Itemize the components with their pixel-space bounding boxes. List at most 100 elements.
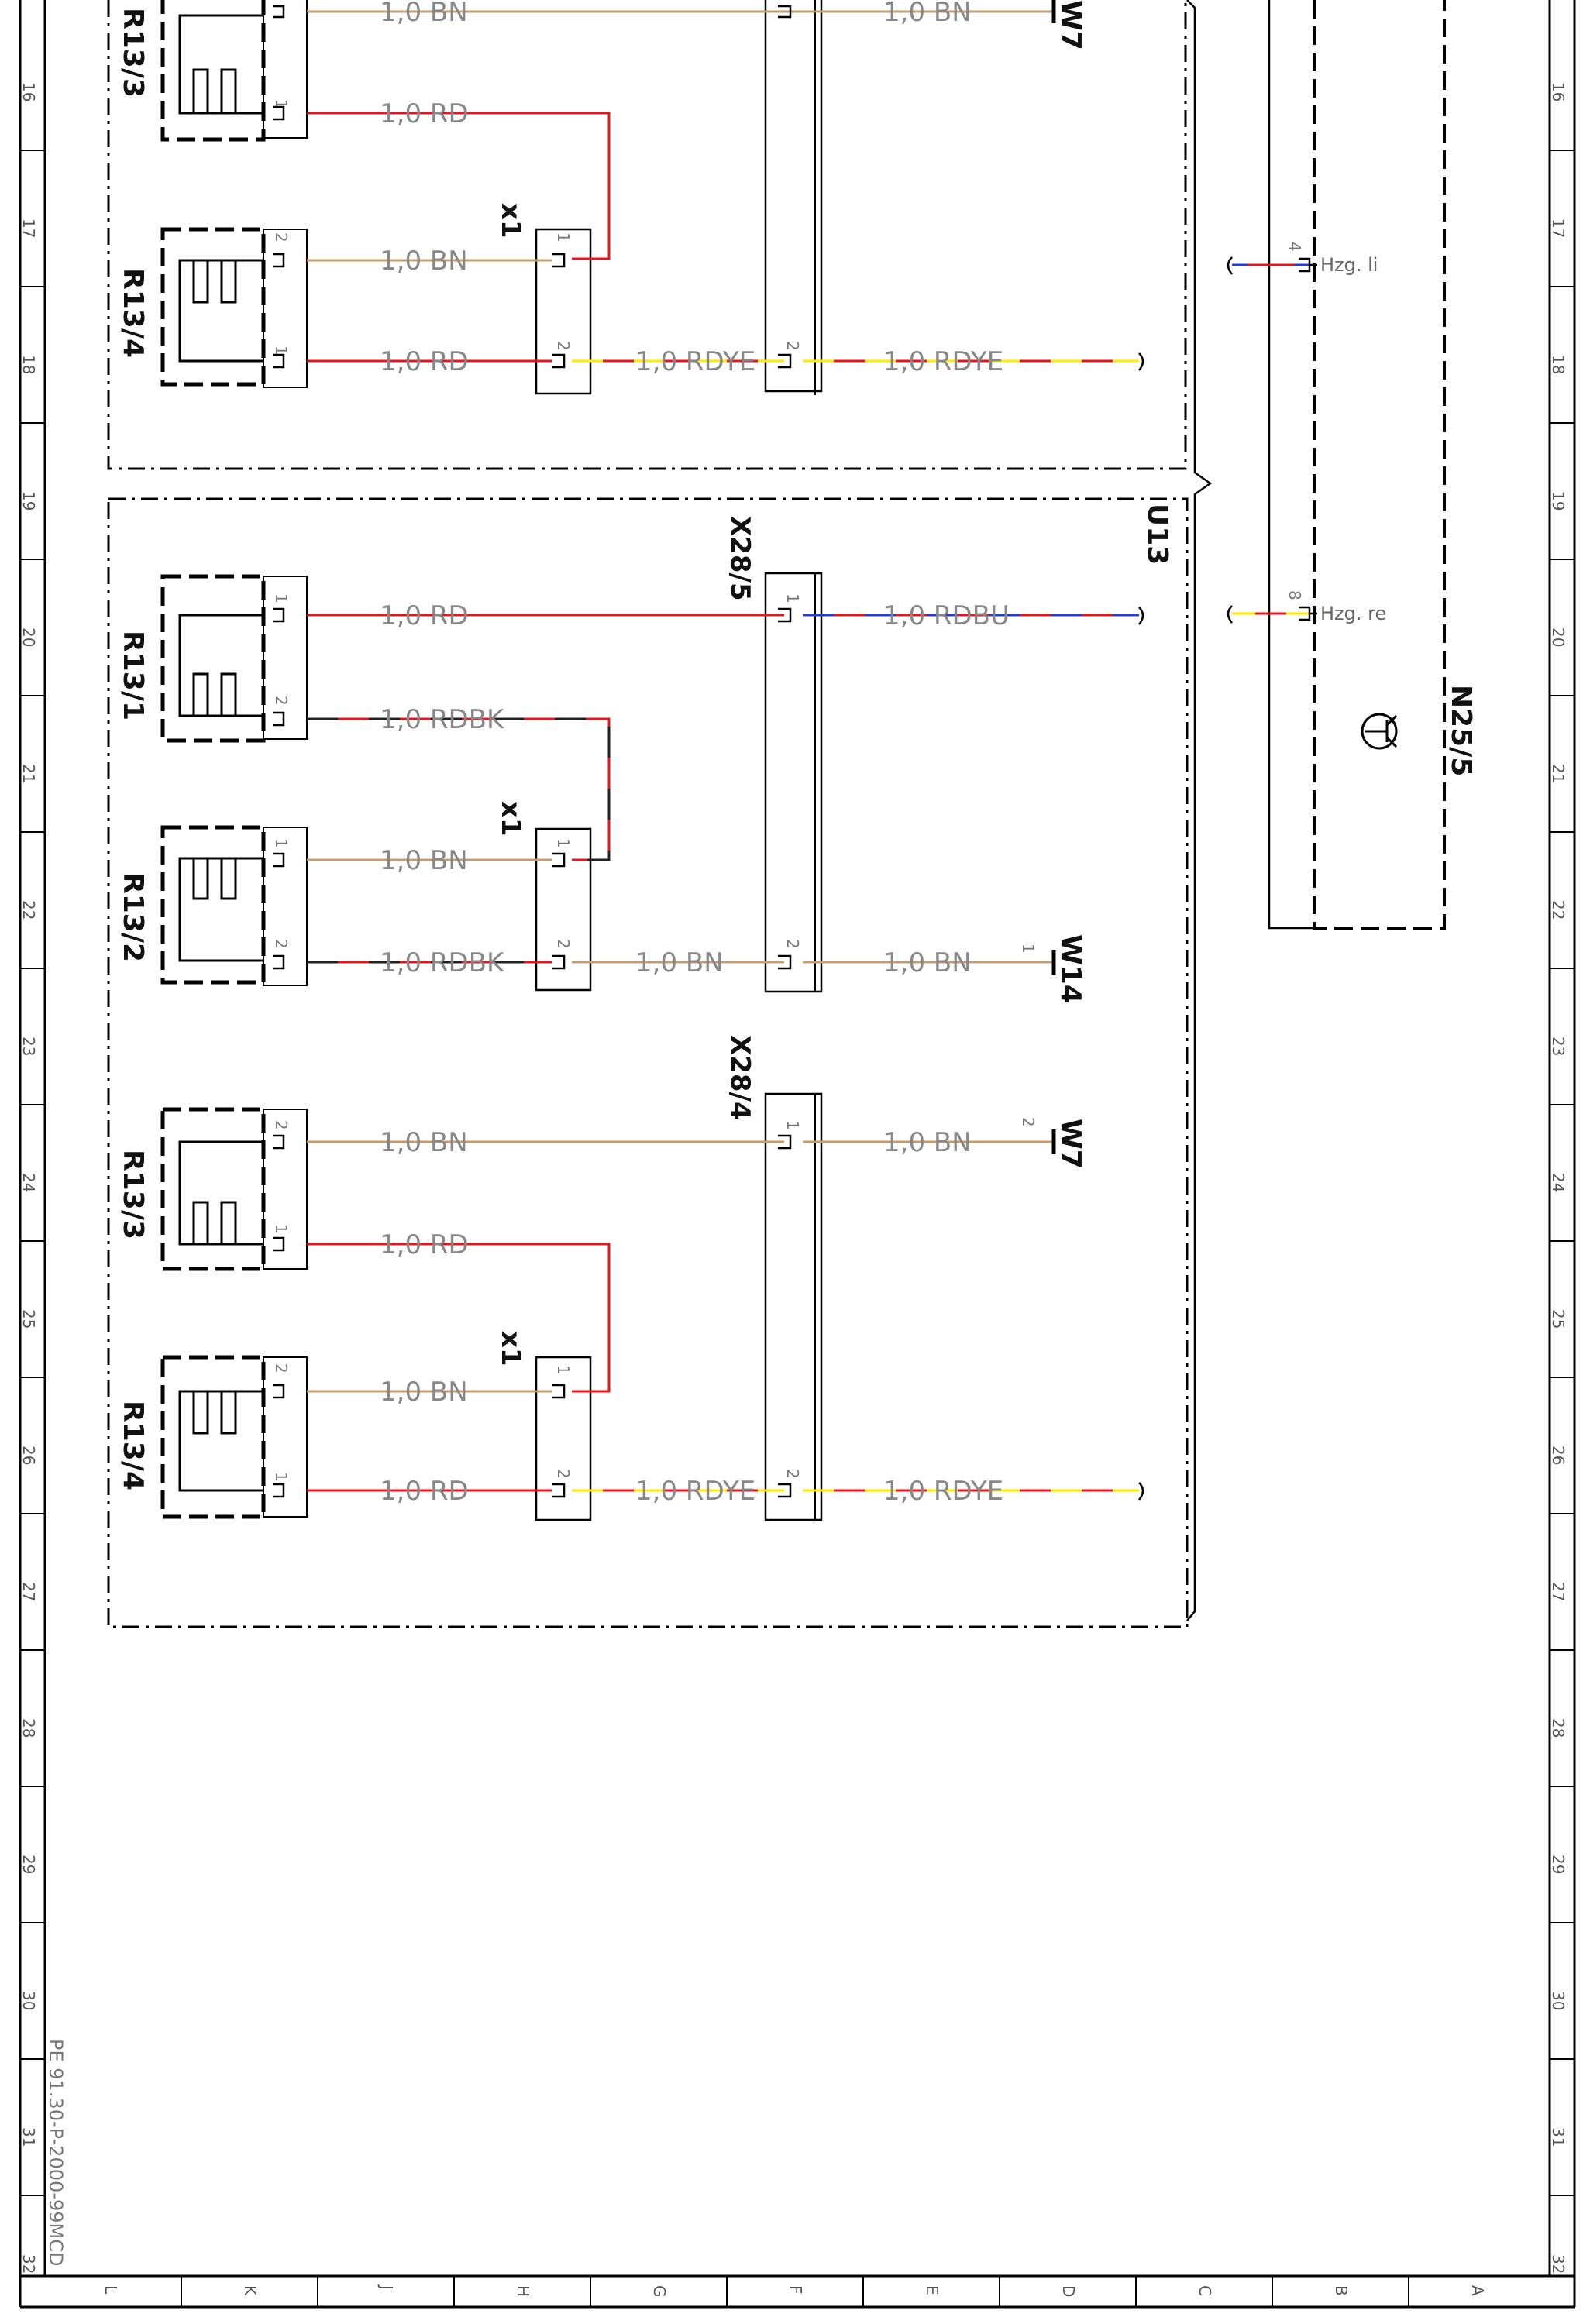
heater-element-icon	[178, 259, 263, 363]
pin-number: 2	[272, 1120, 291, 1130]
pin-number: 1	[554, 232, 573, 242]
wire-break-icon	[1227, 605, 1233, 624]
wire-break-icon	[1138, 352, 1144, 371]
pin-number: 4	[1285, 242, 1304, 252]
heater-element-icon	[178, 1390, 263, 1492]
wire-label: 1,0 RDYE	[635, 346, 755, 377]
pin-terminal	[1299, 606, 1317, 621]
row-number: 16	[1549, 82, 1568, 101]
r13-1-housing	[160, 574, 266, 743]
connector-x28-4	[764, 1092, 823, 1521]
row-number: 30	[1549, 1991, 1568, 2010]
row-number: 19	[19, 491, 38, 511]
pin-number: 1	[272, 593, 291, 603]
bridge-label: x1	[495, 1331, 526, 1367]
wire-break-icon	[1227, 256, 1233, 275]
heater-element-icon	[178, 1140, 263, 1246]
pin-number: 1	[272, 1224, 291, 1234]
pin-number: 2	[272, 1363, 291, 1373]
top-group-boundary	[107, 0, 1187, 470]
row-number: 18	[19, 355, 38, 374]
r13-2-pin-block	[263, 827, 308, 986]
pin-number: 2	[272, 232, 291, 242]
r13-4-top-housing	[160, 227, 266, 387]
wire-label: 1,0 BN	[380, 1377, 468, 1408]
wire-break-icon	[1138, 1482, 1144, 1501]
row-number: 23	[19, 1037, 38, 1056]
wire-label: 1,0 BN	[380, 1127, 468, 1158]
unit-label: U13	[1141, 504, 1173, 565]
row-number: 21	[1549, 764, 1568, 783]
wire-label: 1,0 RDBK	[380, 947, 505, 978]
n25-5-boundary	[1313, 0, 1446, 930]
r13-2-housing	[160, 825, 266, 985]
row-number: 22	[19, 900, 38, 920]
x1-bridge-lower	[535, 1356, 592, 1521]
n25-5-unit: N25/5 4 Hzg. li 8 Hzg. re	[1227, 0, 1477, 930]
pin-number: 2	[554, 939, 573, 949]
row-grid-ticks	[20, 150, 1575, 2196]
row-number: 19	[1549, 491, 1568, 511]
column-letter: H	[514, 2285, 532, 2297]
row-numbers-right: 16 17 18 19 20 21 22 23 24 25 26 27 28 2…	[1549, 82, 1568, 2274]
row-number: 28	[1549, 1718, 1568, 1738]
connector-top	[764, 0, 823, 393]
unit-label: N25/5	[1445, 685, 1477, 776]
row-number: 17	[1549, 218, 1568, 238]
row-number: 20	[19, 627, 38, 647]
wire-label: 1,0 BN	[635, 947, 724, 978]
row-number: 29	[19, 1855, 38, 1874]
u13-boundary	[107, 497, 1189, 1628]
row-number: 28	[19, 1718, 38, 1738]
row-number: 31	[19, 2127, 38, 2147]
column-letter: E	[923, 2285, 941, 2295]
column-letter: F	[786, 2285, 805, 2295]
top-section: R13/3 1 R13/4 2 1 x1 1 2 2 1,0 BN 1,0 BN…	[107, 0, 1187, 470]
row-number: 26	[1549, 1446, 1568, 1465]
pin-number: 2	[272, 696, 291, 706]
wire-label: 1,0 RDBK	[380, 704, 505, 735]
row-number: 25	[19, 1309, 38, 1329]
connector-label: X28/4	[724, 1035, 755, 1120]
row-number: 23	[1549, 1037, 1568, 1056]
x1-bridge-upper	[535, 827, 592, 992]
row-number: 30	[19, 1991, 38, 2010]
n25-5-outline	[1268, 0, 1314, 930]
r13-4-top-pin-block	[263, 229, 308, 388]
pin-number: 2	[554, 1469, 573, 1479]
wire-rdbk-black	[307, 717, 611, 861]
column-letter: B	[1332, 2285, 1351, 2296]
component-label: R13/4	[117, 1401, 149, 1490]
column-letter: C	[1196, 2285, 1214, 2296]
wire-label: 1,0 RD	[380, 346, 469, 377]
pin-label: Hzg. li	[1320, 254, 1378, 276]
transistor-icon	[1361, 713, 1398, 750]
pin-label: Hzg. re	[1320, 603, 1386, 624]
heater-element-icon	[178, 14, 263, 115]
connector-x28-5	[764, 572, 823, 993]
row-number: 27	[1549, 1582, 1568, 1601]
r13-3-pin-block	[263, 1109, 308, 1270]
pin-number: 2	[783, 939, 802, 949]
pin-number: 2	[783, 1469, 802, 1479]
wire-label: 1,0 RD	[380, 1476, 469, 1507]
r13-4-housing	[160, 1355, 266, 1519]
destination-label: W7	[1055, 1119, 1086, 1169]
row-number: 31	[1549, 2127, 1568, 2147]
bridge-label: x1	[495, 801, 526, 837]
pin-markers	[273, 5, 792, 1498]
wire-rd	[307, 112, 611, 260]
wire-label: 1,0 BN	[883, 0, 972, 28]
pin-number: 1	[272, 346, 291, 356]
pin-number: 1	[272, 838, 291, 848]
wire-label: 1,0 RDYE	[635, 1476, 755, 1507]
pin-number: 1	[783, 1120, 802, 1130]
heater-element-icon	[178, 857, 263, 962]
wire-label: 1,0 RDBU	[883, 600, 1010, 631]
component-label: R13/4	[117, 268, 149, 358]
wire-label: 1,0 RDYE	[883, 346, 1003, 377]
component-label: R13/2	[117, 872, 149, 962]
column-letter: L	[102, 2285, 120, 2295]
row-number: 32	[1549, 2254, 1568, 2274]
heater-element-icon	[178, 614, 263, 717]
